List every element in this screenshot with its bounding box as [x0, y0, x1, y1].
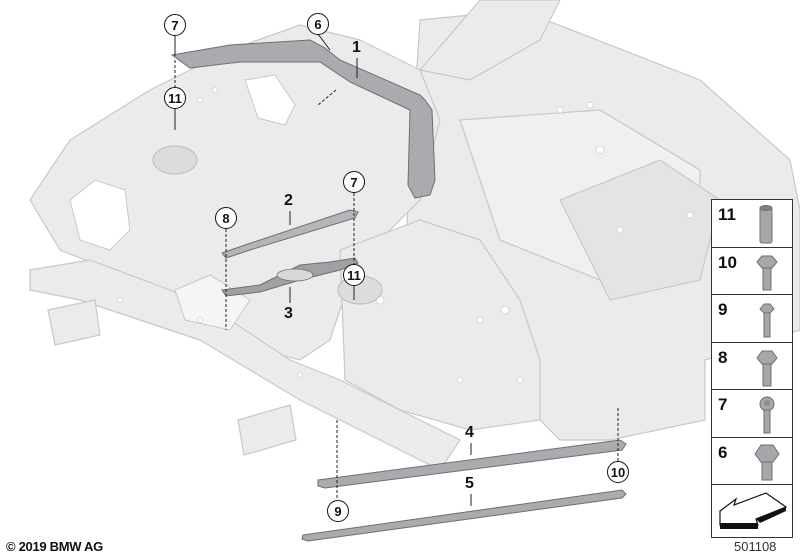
callout-6[interactable]: 6	[307, 13, 329, 35]
legend-direction-box	[712, 485, 792, 537]
callout-10[interactable]: 10	[607, 461, 629, 483]
copyright-notice: © 2019 BMW AG	[6, 539, 103, 554]
part-2-upper-brace	[221, 209, 359, 259]
callout-9[interactable]: 9	[327, 500, 349, 522]
legend-number: 11	[718, 205, 736, 224]
callout-11-middle[interactable]: 11	[343, 264, 365, 286]
small-hex-bolt-icon	[759, 303, 775, 338]
hex-flange-bolt-icon	[756, 255, 778, 290]
diagram-number: 501108	[734, 539, 777, 554]
callout-4[interactable]: 4	[465, 424, 474, 441]
legend-number: 6	[718, 442, 728, 462]
callout-11-top[interactable]: 11	[164, 87, 186, 109]
legend-item-10[interactable]: 10	[712, 248, 792, 295]
legend-item-7[interactable]: 7	[712, 390, 792, 438]
part-5-underbody-strut	[301, 489, 627, 542]
callout-5[interactable]: 5	[465, 475, 474, 492]
legend-item-8[interactable]: 8	[712, 343, 792, 390]
callout-7-middle[interactable]: 7	[343, 171, 365, 193]
callout-7-top[interactable]: 7	[164, 14, 186, 36]
callout-2[interactable]: 2	[284, 192, 293, 209]
callout-3[interactable]: 3	[284, 305, 293, 322]
torx-bolt-icon	[759, 396, 775, 434]
spacer-sleeve-icon	[759, 205, 773, 244]
legend-number: 10	[718, 252, 737, 272]
callout-8[interactable]: 8	[215, 207, 237, 229]
part-4-underbody-strut	[317, 439, 627, 489]
legend-number: 7	[718, 395, 728, 414]
hex-bolt-icon	[756, 350, 778, 386]
direction-arrow-icon	[719, 492, 788, 529]
callout-1[interactable]: 1	[352, 39, 361, 56]
legend-item-9[interactable]: 9	[712, 295, 792, 343]
legend-item-6[interactable]: 6	[712, 438, 792, 485]
legend-number: 8	[718, 347, 728, 367]
part-1-strut-brace	[170, 39, 436, 199]
fastener-legend: 11 10 9 8	[711, 199, 793, 538]
legend-item-11[interactable]: 11	[712, 200, 792, 248]
large-hex-bolt-icon	[754, 444, 780, 480]
legend-number: 9	[718, 300, 728, 319]
